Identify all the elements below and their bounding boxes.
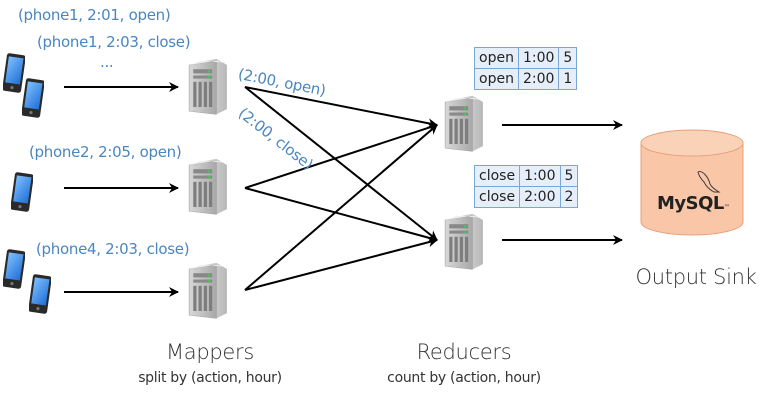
hour-cell: 1:00 <box>517 47 560 69</box>
mappers-title: Mappers <box>165 340 255 364</box>
count-cell: 1 <box>558 68 578 90</box>
shuffle-arrow <box>244 187 438 243</box>
table-row: close 1:00 5 <box>473 165 579 187</box>
reducer-output-table: close 1:00 5 close 2:00 2 <box>473 165 579 208</box>
ellipsis: ... <box>100 53 114 71</box>
reducers-title: Reducers <box>416 340 512 364</box>
mysql-logo: MySQL™ <box>657 193 730 214</box>
reducer-output-table: open 1:00 5 open 2:00 1 <box>474 47 578 90</box>
reducer-server-icon <box>444 213 484 270</box>
phone-icon <box>29 274 51 314</box>
count-cell: 5 <box>559 165 579 187</box>
reducers-subtitle: count by (action, hour) <box>387 370 541 386</box>
hour-cell: 2:00 <box>519 186 561 208</box>
table-row: close 2:00 2 <box>473 186 579 208</box>
shuffle-arrow <box>244 123 438 189</box>
dolphin-icon <box>697 171 721 193</box>
action-cell: close <box>473 165 521 187</box>
phone-icon <box>11 172 33 212</box>
tuple-label: (phone1, 2:01, open) <box>18 6 171 24</box>
shuffle-arrow <box>244 86 438 241</box>
count-cell: 2 <box>559 186 579 208</box>
reducer-server-icon <box>444 95 484 152</box>
hour-cell: 2:00 <box>517 68 560 90</box>
database-icon <box>640 129 744 236</box>
table-row: open 2:00 1 <box>474 68 578 90</box>
action-cell: open <box>474 47 519 69</box>
count-cell: 5 <box>558 47 578 69</box>
mappers-subtitle: split by (action, hour) <box>138 370 282 386</box>
tuple-label: (phone4, 2:03, close) <box>36 240 190 258</box>
mapper-server-icon <box>188 262 228 319</box>
table-row: open 1:00 5 <box>474 47 578 69</box>
trademark: ™ <box>723 204 730 211</box>
mysql-logo-text: MySQL <box>657 193 724 214</box>
action-cell: close <box>473 186 521 208</box>
shuffle-arrow <box>244 124 438 291</box>
mapper-server-icon <box>188 158 228 215</box>
phone-icon <box>3 249 25 289</box>
phone-icon <box>3 53 25 93</box>
action-cell: open <box>474 68 519 90</box>
tuple-label: (phone1, 2:03, close) <box>37 33 191 51</box>
shuffle-arrow <box>244 237 438 291</box>
hour-cell: 1:00 <box>519 165 561 187</box>
tuple-label: (phone2, 2:05, open) <box>29 143 182 161</box>
mapper-server-icon <box>188 58 228 115</box>
shuffle-arrow <box>244 86 438 129</box>
phone-icon <box>22 78 44 118</box>
output-sink-label: Output Sink <box>635 265 757 289</box>
